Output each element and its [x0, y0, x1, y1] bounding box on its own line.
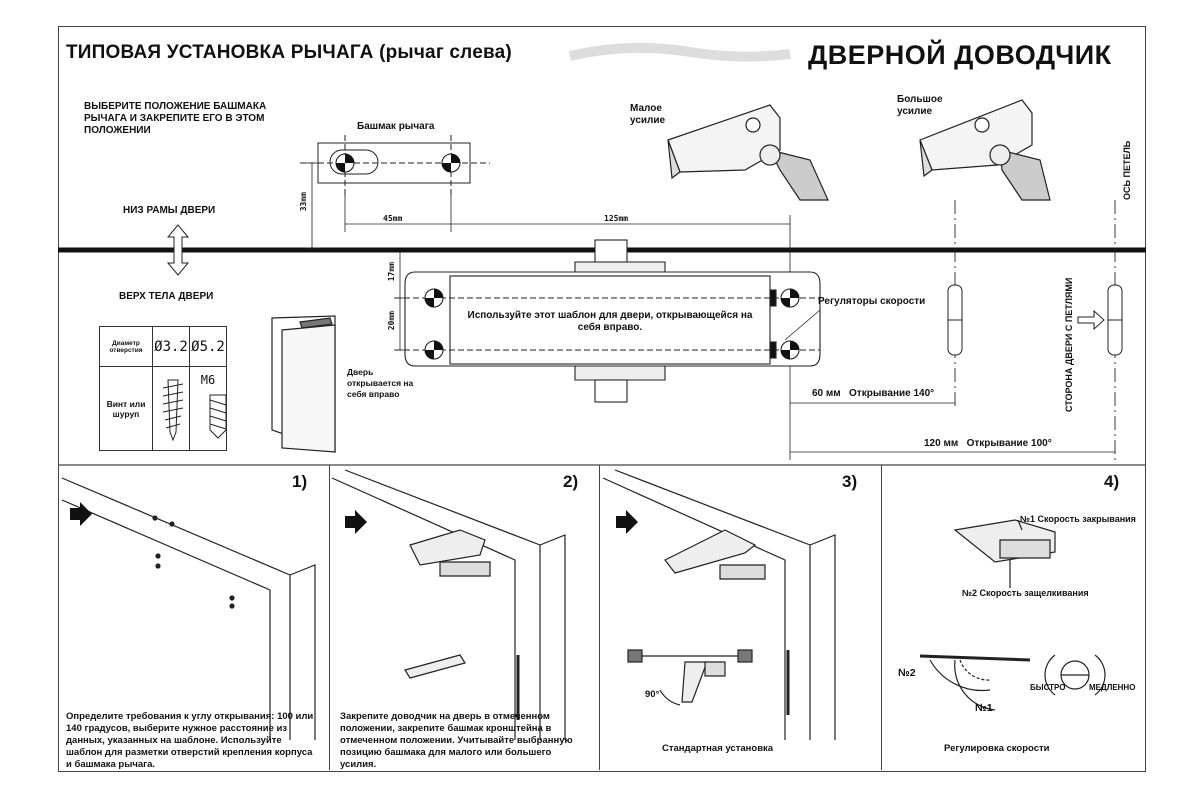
self-tapping-screw-cell — [152, 366, 190, 451]
outer-frame — [58, 26, 1146, 772]
closer-body-template — [395, 239, 821, 403]
fast-label: БЫСТРО — [1030, 683, 1066, 692]
step-3-caption: Стандартная установка — [662, 743, 774, 754]
opening-dimensions — [790, 402, 1115, 453]
door-opens-label: Дверь открывается на себя вправо — [347, 367, 414, 399]
left-dimensions — [394, 250, 821, 351]
n2-label: №2 — [898, 667, 916, 679]
speed-regulators-label: Регуляторы скорости — [818, 296, 926, 307]
step-2-caption: Закрепите доводчик на дверь в отмеченном… — [340, 711, 573, 770]
shoe-holes — [335, 153, 461, 173]
hinge-axis-lines — [954, 200, 1116, 460]
high-force-illustration — [919, 99, 1051, 201]
step-3-angle: 90° — [645, 689, 660, 700]
step-panel-1 — [58, 465, 330, 770]
door-top-label: ВЕРХ ТЕЛА ДВЕРИ — [119, 291, 214, 302]
closing-speed-label: №1 Скорость закрывания — [1020, 514, 1136, 524]
shoe-label: Башмак рычага — [357, 121, 435, 132]
step-3-number: 3) — [842, 472, 858, 491]
step3-drawing — [602, 469, 836, 740]
step4-drawing — [919, 519, 1106, 711]
product-title: ДВЕРНОЙ ДОВОДЧИК — [808, 40, 1112, 70]
step1-arrow — [70, 502, 92, 526]
hinge-side-label: СТОРОНА ДВЕРИ С ПЕТЛЯМИ — [1064, 277, 1074, 412]
spec-table: Диаметр отверстия Ø3.2 Ø5.2 Винт или шур… — [99, 326, 227, 451]
step-1-number: 1) — [292, 472, 308, 491]
step-4-number: 4) — [1104, 472, 1120, 491]
screw-label: Винт или шуруп — [99, 366, 153, 451]
select-shoe-instruction: ВЫБЕРИТЕ ПОЛОЖЕНИЕ БАШМАКА РЫЧАГА И ЗАКР… — [84, 101, 267, 136]
step-4-caption: Регулировка скорости — [944, 743, 1050, 754]
step2-arrow — [345, 510, 367, 534]
page-title: ТИПОВАЯ УСТАНОВКА РЫЧАГА (рычаг слева) — [66, 42, 512, 63]
step-2-number: 2) — [563, 472, 579, 491]
slow-label: МЕДЛЕННО — [1089, 683, 1136, 692]
low-force-illustration — [667, 104, 829, 201]
body-holes — [424, 288, 800, 360]
hinge-axis-label: ОСЬ ПЕТЕЛЬ — [1122, 140, 1132, 200]
dim-17: 17mm — [387, 262, 396, 282]
dim-33: 33mm — [299, 192, 308, 212]
hinge-side-arrow — [1077, 309, 1105, 331]
n1-label: №1 — [975, 702, 993, 714]
latching-speed-label: №2 Скорость защелкивания — [962, 588, 1089, 598]
diameter-3-2: Ø3.2 — [152, 326, 190, 367]
step-panel-3 — [600, 465, 882, 770]
erased-mark — [568, 42, 791, 62]
high-force-label: Большое усилие — [897, 94, 943, 117]
up-down-arrow — [166, 224, 190, 276]
dim-20: 20mm — [387, 311, 396, 331]
diameter-label: Диаметр отверстия — [99, 326, 153, 367]
door-illustration — [271, 315, 336, 453]
lever-shoe-template — [300, 135, 490, 195]
opening-140-label: 60 мм Открывание 140° — [812, 388, 935, 399]
opening-100-label: 120 мм Открывание 100° — [924, 438, 1052, 449]
hinge-markers — [947, 284, 1123, 356]
frame-bottom-label: НИЗ РАМЫ ДВЕРИ — [123, 205, 216, 216]
step-panel-2 — [330, 465, 600, 770]
low-force-label: Малое усилие — [630, 103, 666, 126]
template-text: Используйте этот шаблон для двери, откры… — [467, 310, 753, 333]
diameter-5-2: Ø5.2 — [189, 326, 227, 367]
m6-label: M6 — [189, 366, 227, 451]
step3-arrow — [616, 510, 638, 534]
dim-45: 45mm — [383, 214, 403, 223]
dim-125: 125mm — [604, 214, 629, 223]
step2-drawing — [331, 469, 566, 740]
step1-drawing — [61, 477, 316, 740]
step-1-caption: Определите требования к углу открывания:… — [66, 711, 314, 770]
